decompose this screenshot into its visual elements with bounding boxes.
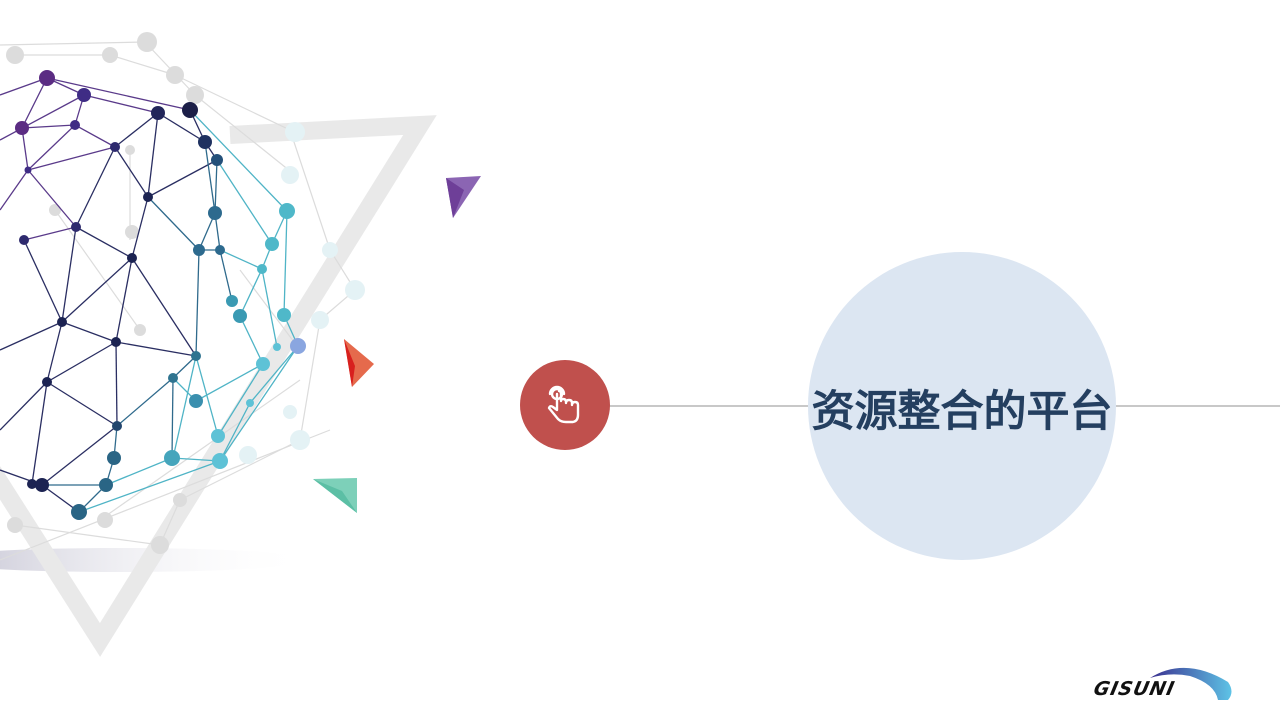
title-circle [808,252,1116,560]
slide-title: 资源整合的平台 [811,387,1113,437]
globe-logo-icon [1150,667,1232,700]
connector-line-left [608,405,812,407]
purple-triangle [446,176,481,218]
icon-badge [520,360,610,450]
teal-triangle [313,478,357,513]
gisuni-logo: GISUNI [1090,660,1240,704]
red-triangle [344,339,374,387]
connector-line-right [1112,405,1280,407]
logo-text: GISUNI [1091,678,1178,700]
network-nodes [15,70,306,520]
background-triangle-outline [0,115,437,657]
hand-pointer-tap-icon [547,385,580,424]
